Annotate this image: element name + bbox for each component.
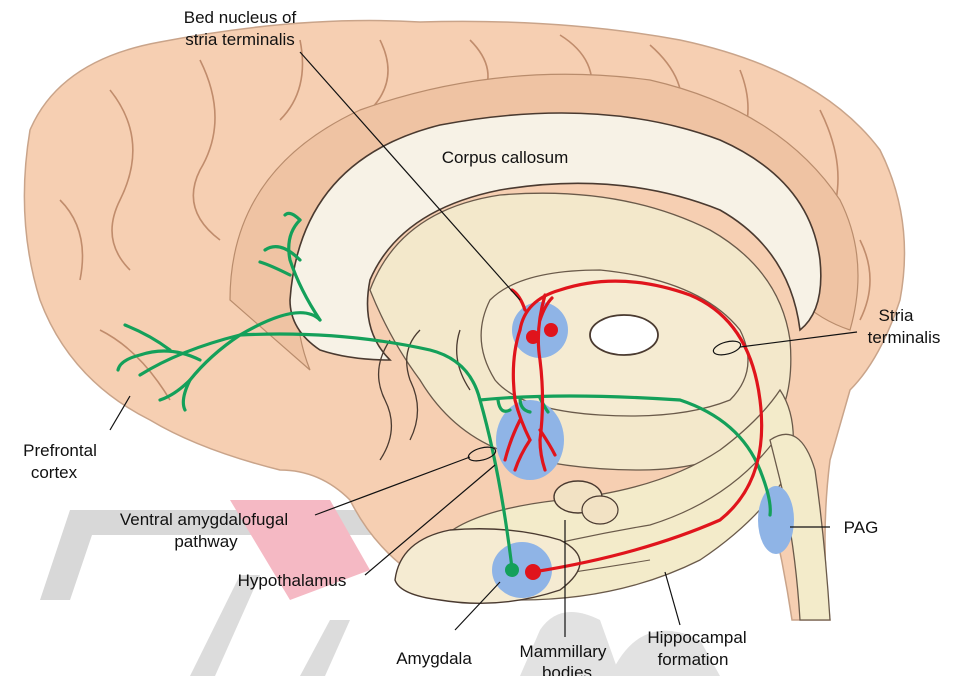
label-hippocampal-1: Hippocampal <box>647 628 746 647</box>
label-bed-nucleus-2: stria terminalis <box>185 30 295 49</box>
label-mammillary-1: Mammillary <box>520 642 607 661</box>
label-stria-terminalis-2: terminalis <box>868 328 941 347</box>
amygdala-green-dot <box>505 563 519 577</box>
label-pag: PAG <box>844 518 879 537</box>
label-ventral-1: Ventral amygdalofugal <box>120 510 288 529</box>
label-stria-terminalis-1: Stria <box>879 306 915 325</box>
pag-nucleus <box>758 486 794 554</box>
label-hippocampal-2: formation <box>658 650 729 669</box>
temporal-pole <box>395 529 580 604</box>
label-prefrontal-2: cortex <box>31 463 78 482</box>
label-mammillary-2: bodies <box>542 663 592 676</box>
interthalamic-adhesion <box>590 315 658 355</box>
label-ventral-2: pathway <box>174 532 238 551</box>
label-hypothalamus: Hypothalamus <box>238 571 347 590</box>
label-amygdala: Amygdala <box>396 649 472 668</box>
label-bed-nucleus-1: Bed nucleus of <box>184 8 297 27</box>
label-corpus-callosum: Corpus callosum <box>442 148 569 167</box>
label-prefrontal-1: Prefrontal <box>23 441 97 460</box>
